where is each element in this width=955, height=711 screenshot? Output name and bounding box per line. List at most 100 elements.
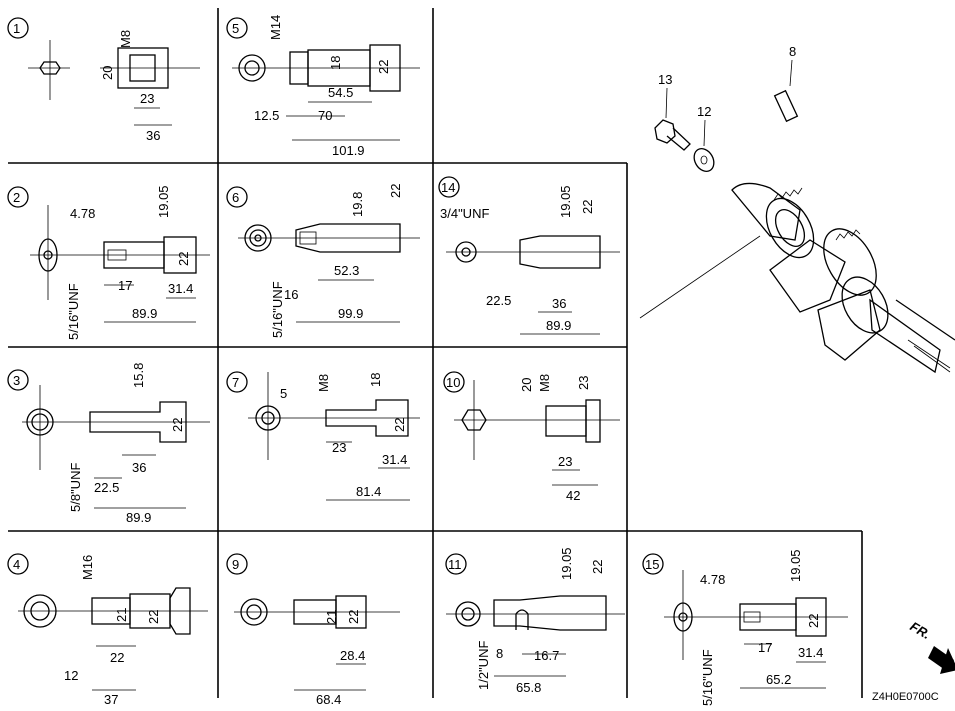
- dim-label: 21: [114, 608, 129, 622]
- cell-10: 10 20 M8 23 23 42: [443, 371, 620, 503]
- cell-number: 9: [232, 557, 239, 572]
- dim-label: 12.5: [254, 108, 279, 123]
- dim-label: M16: [80, 555, 95, 580]
- cell-number: 4: [13, 557, 20, 572]
- dim-label: 5: [280, 386, 287, 401]
- dim-label: 4.78: [70, 206, 95, 221]
- dim-label: 52.3: [334, 263, 359, 278]
- dim-label: 22: [346, 610, 361, 624]
- front-direction-indicator: FR.: [908, 619, 955, 674]
- dim-label: 12: [64, 668, 78, 683]
- dim-label: M8: [537, 374, 552, 392]
- dim-label: 20: [519, 378, 534, 392]
- cell-number: 2: [13, 190, 20, 205]
- crankshaft-illustration: 8 13 12: [639, 44, 955, 374]
- dim-label: 5/16"UNF: [270, 281, 285, 338]
- dim-label: 31.4: [382, 452, 407, 467]
- cell-number: 15: [645, 557, 659, 572]
- dim-label: 89.9: [132, 306, 157, 321]
- dim-label: 19.05: [559, 547, 574, 580]
- dim-label: 22.5: [94, 480, 119, 495]
- cell-4: 4 M16 21 22 22 12 37: [7, 553, 208, 707]
- dim-label: 16: [284, 287, 298, 302]
- dim-label: 101.9: [332, 143, 365, 158]
- dim-label: 20: [100, 66, 115, 80]
- cell-number: 10: [446, 375, 460, 390]
- dim-label: 89.9: [126, 510, 151, 525]
- fr-label: FR.: [908, 619, 934, 642]
- dim-label: 22: [580, 200, 595, 214]
- callout-13: 13: [658, 72, 672, 87]
- dim-label: 22: [388, 184, 403, 198]
- cell-number: 14: [441, 180, 455, 195]
- dim-label: 3/4"UNF: [440, 206, 489, 221]
- dim-label: 22: [170, 418, 185, 432]
- dim-label: M8: [118, 30, 133, 48]
- dim-label: 22: [392, 418, 407, 432]
- cell-number: 3: [13, 373, 20, 388]
- cell-15: 15 4.78 19.05 22 17 31.4 65.2 5/16"UNF: [642, 549, 848, 706]
- dim-label: M8: [316, 374, 331, 392]
- dim-label: 19.05: [788, 549, 803, 582]
- dim-label: 65.8: [516, 680, 541, 695]
- dim-label: 22: [110, 650, 124, 665]
- diagram-code: Z4H0E0700C: [872, 691, 939, 703]
- dim-label: M14: [268, 15, 283, 40]
- dim-label: 70: [318, 108, 332, 123]
- dim-label: 19.05: [156, 185, 171, 218]
- cell-14: 14 3/4"UNF 19.05 22 22.5 36 89.9: [438, 176, 620, 335]
- dim-label: 5/16"UNF: [66, 283, 81, 340]
- cell-number: 5: [232, 21, 239, 36]
- callout-8: 8: [789, 44, 796, 59]
- dim-label: 23: [576, 376, 591, 390]
- dim-label: 65.2: [766, 672, 791, 687]
- dim-label: 1/2"UNF: [476, 641, 491, 690]
- dim-label: 23: [140, 91, 154, 106]
- cell-3: 3 15.8 22 36 22.5 89.9 5/8"UNF: [7, 363, 210, 525]
- cell-1: 1 M8 20 23 36: [7, 17, 200, 143]
- dim-label: 8: [496, 646, 503, 661]
- dim-label: 21: [324, 610, 339, 624]
- dim-label: 81.4: [356, 484, 381, 499]
- dim-label: 22: [176, 252, 191, 266]
- dim-label: 31.4: [168, 281, 193, 296]
- dim-label: 42: [566, 488, 580, 503]
- dim-label: 22: [590, 560, 605, 574]
- dim-label: 17: [758, 640, 772, 655]
- dim-label: 68.4: [316, 692, 341, 707]
- cell-grid: [8, 8, 863, 698]
- cell-number: 6: [232, 190, 239, 205]
- dim-label: 19.8: [350, 192, 365, 217]
- dim-label: 54.5: [328, 85, 353, 100]
- dim-label: 15.8: [131, 363, 146, 388]
- dim-label: 17: [118, 278, 132, 293]
- dim-label: 4.78: [700, 572, 725, 587]
- cell-2: 2 4.78 19.05 22 17 31.4 89.9 5/16"UNF: [7, 185, 210, 340]
- dim-label: 99.9: [338, 306, 363, 321]
- dim-label: 18: [368, 373, 383, 387]
- cell-number: 1: [13, 21, 20, 36]
- cell-5: 5 M14 18 22 54.5 12.5 70 101.9: [226, 15, 420, 158]
- dim-label: 22: [146, 610, 161, 624]
- dim-label: 5/16"UNF: [700, 649, 715, 706]
- dim-label: 18: [328, 56, 343, 70]
- dim-label: 37: [104, 692, 118, 707]
- cell-9: 9 21 22 28.4 68.4: [226, 553, 400, 707]
- dim-label: 36: [132, 460, 146, 475]
- dim-label: 22: [806, 614, 821, 628]
- dim-label: 23: [332, 440, 346, 455]
- cell-number: 11: [448, 557, 462, 572]
- dim-label: 89.9: [546, 318, 571, 333]
- callout-12: 12: [697, 104, 711, 119]
- dim-label: 22: [376, 60, 391, 74]
- dim-label: 23: [558, 454, 572, 469]
- dim-label: 28.4: [340, 648, 365, 663]
- cell-7: 7 5 M8 18 22 23 31.4 81.4: [226, 371, 420, 501]
- cell-number: 7: [232, 375, 239, 390]
- cell-6: 6 19.8 22 52.3 16 99.9 5/16"UNF: [226, 184, 420, 338]
- dim-label: 36: [552, 296, 566, 311]
- cell-11: 11 19.05 22 8 16.7 65.8 1/2"UNF: [445, 547, 625, 695]
- dim-label: 19.05: [558, 185, 573, 218]
- dim-label: 36: [146, 128, 160, 143]
